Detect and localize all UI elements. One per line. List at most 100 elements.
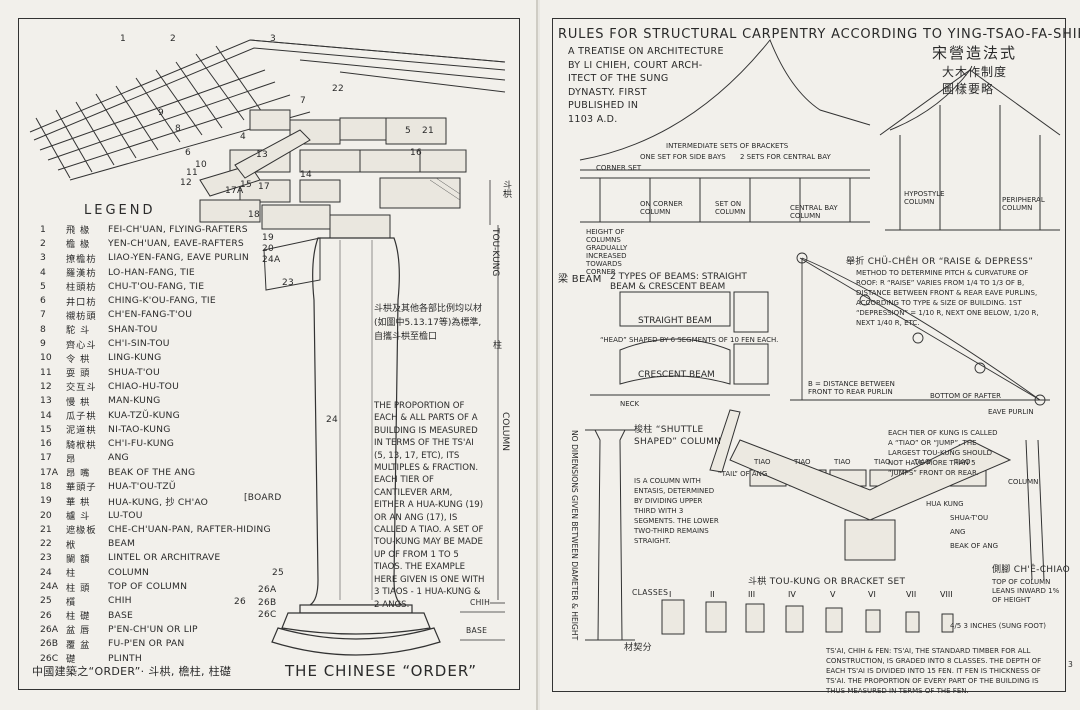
legend-zh: 栿 bbox=[66, 539, 77, 551]
legend-num: 22 bbox=[40, 538, 52, 550]
legend-item: 3 撩檐枋 LIAO-YEN-FANG, EAVE PURLIN bbox=[40, 251, 290, 265]
legend-en: CHE-CH'UAN-PAN, RAFTER-HIDING bbox=[108, 523, 271, 535]
label-central-bay-column: CENTRAL BAY COLUMN bbox=[790, 204, 838, 220]
chih-label: CHIH bbox=[470, 598, 491, 607]
legend-zh: 柱 bbox=[66, 568, 77, 580]
legend-num: 5 bbox=[40, 280, 46, 292]
label-corner: CORNER SET bbox=[596, 164, 642, 172]
legend-en: LO-HAN-FANG, TIE bbox=[108, 266, 195, 278]
right-page: RULES FOR STRUCTURAL CARPENTRY ACCORDING… bbox=[540, 0, 1080, 710]
ang-label: ANG bbox=[950, 528, 966, 536]
legend-zh: 交互斗 bbox=[66, 382, 97, 394]
legend-num: 26c bbox=[40, 652, 59, 664]
callout-7: 7 bbox=[300, 96, 307, 106]
legend-zh: 駝 斗 bbox=[66, 325, 91, 337]
legend-en: SHUA-T'OU bbox=[108, 366, 160, 378]
callout-1: 1 bbox=[120, 34, 127, 44]
legend-num: 4 bbox=[40, 266, 46, 278]
legend-en: COLUMN bbox=[108, 566, 150, 578]
callout-26c: 26c bbox=[258, 610, 277, 620]
label-peripheral: PERIPHERAL COLUMN bbox=[1002, 196, 1045, 212]
callout-26: 26 bbox=[234, 597, 247, 607]
legend-item: 22 栿 BEAM bbox=[40, 537, 290, 551]
zh-side-tou-kung: 斗栱 bbox=[501, 180, 511, 198]
legend-title: LEGEND bbox=[84, 203, 156, 218]
legend-en: LING-KUNG bbox=[108, 352, 162, 364]
legend-num: 16 bbox=[40, 438, 52, 450]
raise-depress-diagram bbox=[790, 252, 1050, 406]
label-intermediate: INTERMEDIATE SETS OF BRACKETS bbox=[666, 142, 789, 150]
callout-22: 22 bbox=[332, 84, 345, 94]
bracket-caption: 斗栱 TOU-KUNG OR BRACKET SET bbox=[748, 577, 906, 587]
legend-num: 11 bbox=[40, 366, 52, 378]
legend-en: LIAO-YEN-FANG, EAVE PURLIN bbox=[108, 252, 249, 264]
left-page: 1 2 3 4 5 6 7 8 9 10 11 12 13 14 15 16 1… bbox=[0, 0, 538, 710]
legend-zh: 昂 bbox=[66, 453, 77, 465]
carpentry-drawings bbox=[579, 39, 1061, 641]
legend-zh: 礎 bbox=[66, 654, 77, 666]
callout-14: 14 bbox=[300, 170, 313, 180]
tiao-2: TIAO bbox=[794, 458, 811, 466]
legend-num: 14 bbox=[40, 409, 52, 421]
callout-10: 10 bbox=[195, 160, 208, 170]
legend-zh: 櫨 斗 bbox=[66, 511, 91, 523]
legend-num: 6 bbox=[40, 295, 46, 307]
legend-zh: 撩檐枋 bbox=[66, 253, 97, 265]
beak-of-ang-label: BEAK OF ANG bbox=[950, 542, 999, 550]
legend-zh: 泥道栱 bbox=[66, 425, 97, 437]
label-central-bay: 2 SETS FOR CENTRAL BAY bbox=[740, 153, 831, 161]
raise-heading: 舉折 CHÜ-CHÊH OR “RAISE & DEPRESS” bbox=[846, 257, 1034, 267]
legend-en: BASE bbox=[108, 609, 134, 621]
callout-12: 12 bbox=[180, 178, 193, 188]
label-set-on-column: SET ON COLUMN bbox=[715, 200, 746, 216]
callout-19: 19 bbox=[262, 233, 275, 243]
beam-diagram bbox=[590, 291, 770, 396]
legend-num: 10 bbox=[40, 352, 52, 364]
legend-zh: 櫍 bbox=[66, 596, 77, 608]
callout-23: 23 bbox=[282, 278, 295, 288]
callout-8: 8 bbox=[175, 124, 182, 134]
legend-num: 13 bbox=[40, 395, 52, 407]
legend-num: 3 bbox=[40, 252, 46, 264]
callout-16: 16 bbox=[410, 148, 423, 158]
legend-zh: 盆 唇 bbox=[66, 625, 91, 637]
legend-en: PLINTH bbox=[108, 652, 142, 664]
legend-zh: 檐 椽 bbox=[66, 239, 91, 251]
classes-label: CLASSES bbox=[632, 588, 669, 597]
legend-en: CHING-K'OU-FANG, TIE bbox=[108, 295, 216, 307]
crescent-beam-label: CRESCENT BEAM bbox=[638, 370, 715, 380]
legend-zh: 覆 盆 bbox=[66, 639, 91, 651]
column-label: COLUMN bbox=[500, 412, 510, 452]
callout-13: 13 bbox=[256, 150, 269, 160]
legend-en: CHU-T'OU-FANG, TIE bbox=[108, 280, 205, 292]
callout-20: 20 bbox=[262, 244, 275, 254]
legend-zh: 遮椽板 bbox=[66, 525, 97, 537]
callout-24a: 24a bbox=[262, 255, 281, 265]
eave-purlin: EAVE PURLIN bbox=[988, 408, 1034, 416]
callout-2: 2 bbox=[170, 34, 177, 44]
class-numeral: IV bbox=[788, 590, 796, 599]
chi-chiao-text: TOP OF COLUMN LEANS INWARD 1% OF HEIGHT bbox=[992, 578, 1060, 604]
column-drawing bbox=[271, 237, 441, 656]
tiao-3: TIAO bbox=[834, 458, 851, 466]
legend-num: 17 bbox=[40, 452, 52, 464]
legend-en: BEAM bbox=[108, 538, 136, 550]
order-caption: THE CHINESE “ORDER” bbox=[285, 662, 478, 680]
legend-num: 26a bbox=[40, 623, 58, 635]
class-numeral: VIII bbox=[940, 590, 953, 599]
legend-en: MAN-KUNG bbox=[108, 395, 161, 407]
base-label: BASE bbox=[466, 626, 488, 635]
legend-en: P'EN-CH'UN OR LIP bbox=[108, 623, 198, 635]
